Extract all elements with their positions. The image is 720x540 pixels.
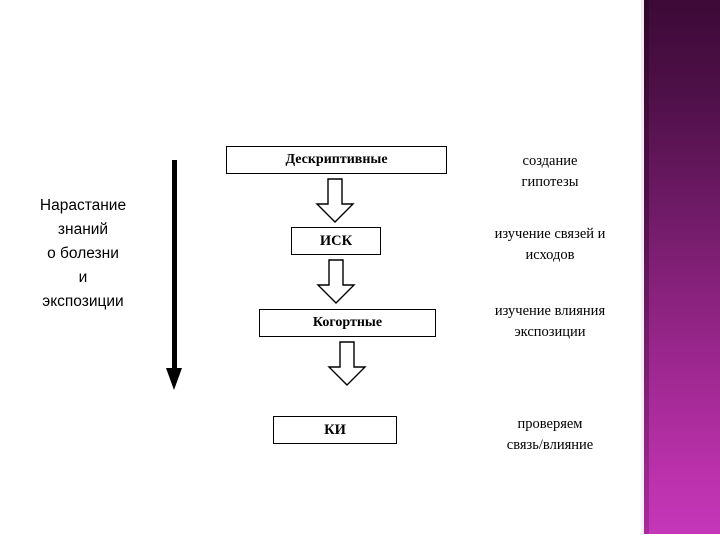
knowledge-growth-arrow-icon xyxy=(164,160,186,392)
flow-box-ki[interactable]: КИ xyxy=(273,416,397,444)
down-arrow-icon-3 xyxy=(327,341,367,387)
note-links-and-outcomes: изучение связей и исходов xyxy=(494,226,606,263)
note-exposure-effect: изучение влияния экспозиции xyxy=(494,303,606,340)
flow-box-cohort[interactable]: Когортные xyxy=(259,309,436,337)
down-arrow-icon-2 xyxy=(316,259,356,305)
note-verify-association: проверяем связь/влияние xyxy=(506,416,594,453)
band-light-edge xyxy=(641,0,644,534)
band-dark-edge xyxy=(644,0,649,534)
band-main-fill xyxy=(649,0,720,534)
note-hypothesis: создание гипотезы xyxy=(521,153,579,190)
knowledge-growth-label: Нарастание знаний о болезни и экспозиции xyxy=(39,197,127,310)
arrow-shaft xyxy=(172,160,177,372)
flow-box-isk[interactable]: ИСК xyxy=(291,227,381,255)
right-gradient-band xyxy=(641,0,720,534)
arrow-head xyxy=(166,368,182,390)
down-arrow-icon-1 xyxy=(315,178,355,224)
flow-box-descriptive[interactable]: Дескриптивные xyxy=(226,146,447,174)
